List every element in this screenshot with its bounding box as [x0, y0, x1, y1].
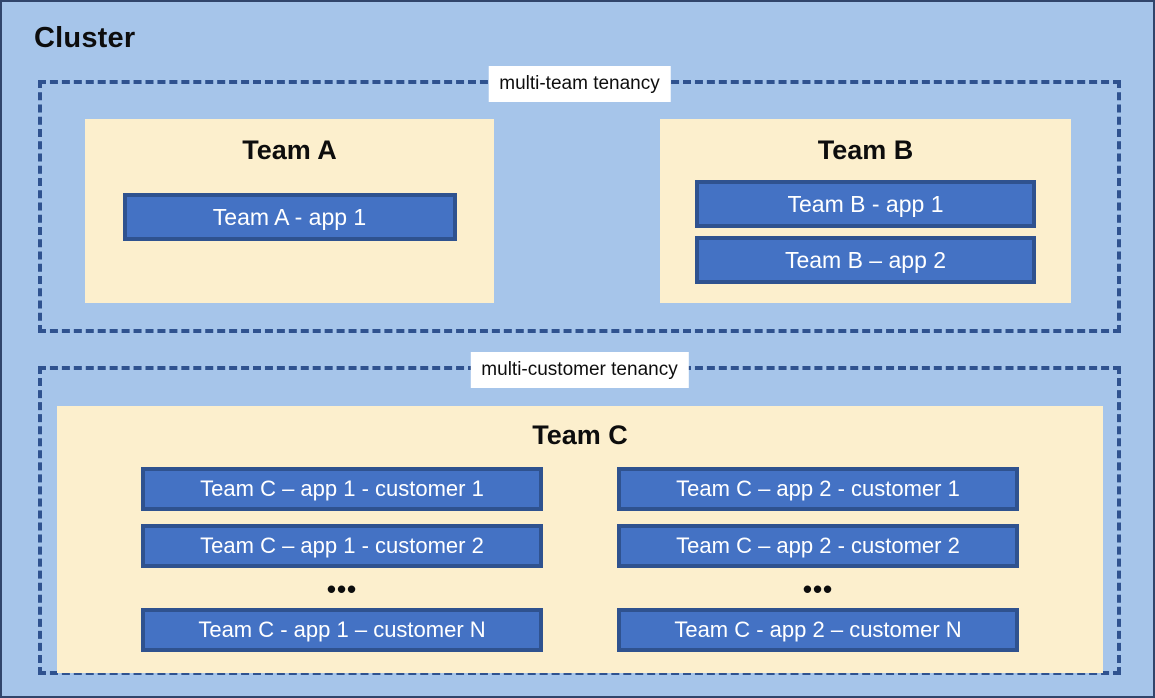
- team-title-team-c: Team C: [532, 420, 628, 450]
- team-title-team-b: Team B: [817, 135, 914, 165]
- team-panel-team-c: Team C Team C – app 1 - customer 1 Team …: [57, 406, 1103, 673]
- app-box-team-c-app-1-customer-1[interactable]: Team C – app 1 - customer 1: [141, 467, 543, 511]
- app-box-team-b-app-2[interactable]: Team B – app 2: [695, 236, 1036, 284]
- tenancy-zone-multi-team: multi-team tenancy: [38, 66, 1121, 333]
- ellipsis-team-c-app-1: •••: [326, 574, 358, 604]
- team-c-app-columns: Team C – app 1 - customer 1 Team C – app…: [57, 467, 1103, 652]
- app-box-team-c-app-2-customer-1[interactable]: Team C – app 2 - customer 1: [617, 467, 1019, 511]
- tenancy-zone-label-multi-team: multi-team tenancy: [488, 66, 671, 102]
- app-box-team-a-app-1[interactable]: Team A - app 1: [122, 193, 457, 241]
- tenancy-zone-multi-customer: multi-customer tenancy: [38, 352, 1121, 675]
- app-list-team-a: Team A - app 1: [85, 193, 494, 241]
- team-panel-team-a: Team A Team A - app 1: [85, 119, 494, 303]
- tenancy-zone-label-multi-customer: multi-customer tenancy: [470, 352, 689, 388]
- app-list-team-b: Team B - app 1 Team B – app 2: [660, 180, 1071, 284]
- app-column-team-c-app-1: Team C – app 1 - customer 1 Team C – app…: [141, 467, 543, 652]
- app-box-team-c-app-2-customer-n[interactable]: Team C - app 2 – customer N: [617, 608, 1019, 652]
- app-box-team-b-app-1[interactable]: Team B - app 1: [695, 180, 1036, 228]
- cluster-title: Cluster: [34, 22, 136, 54]
- team-title-team-a: Team A: [242, 135, 337, 165]
- team-panel-team-b: Team B Team B - app 1 Team B – app 2: [660, 119, 1071, 303]
- ellipsis-team-c-app-2: •••: [802, 574, 834, 604]
- app-box-team-c-app-2-customer-2[interactable]: Team C – app 2 - customer 2: [617, 524, 1019, 568]
- app-box-team-c-app-1-customer-n[interactable]: Team C - app 1 – customer N: [141, 608, 543, 652]
- app-box-team-c-app-1-customer-2[interactable]: Team C – app 1 - customer 2: [141, 524, 543, 568]
- app-column-team-c-app-2: Team C – app 2 - customer 1 Team C – app…: [617, 467, 1019, 652]
